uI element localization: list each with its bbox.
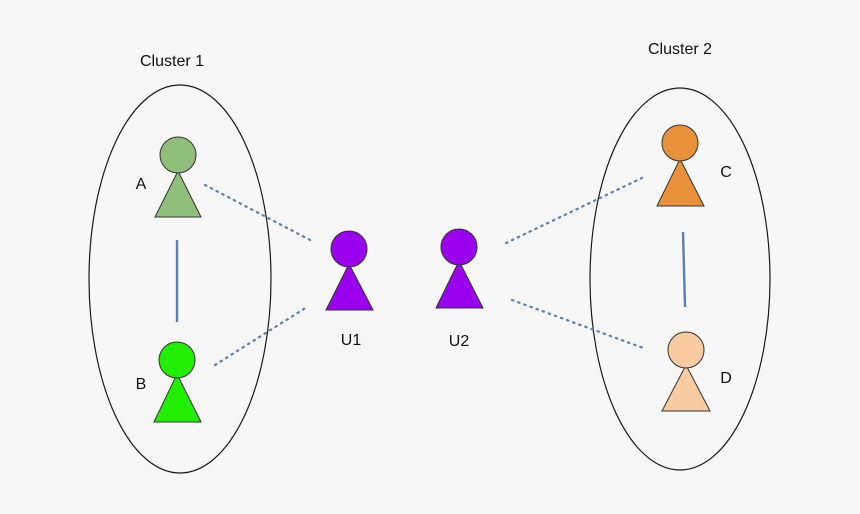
person-u1-head [330, 230, 368, 268]
link-u2-d [510, 298, 648, 351]
person-u2-icon [435, 228, 484, 309]
person-b-head [158, 341, 196, 379]
cluster-2-ellipse [589, 87, 771, 471]
person-c-head [661, 124, 699, 162]
link-a-u1 [203, 183, 314, 243]
person-b-label: B [136, 376, 147, 393]
person-d-head [667, 331, 705, 369]
link-u2-c [504, 176, 644, 245]
person-u2-body [435, 259, 484, 309]
cluster-2-label: Cluster 2 [648, 41, 712, 58]
person-c-icon [656, 124, 705, 207]
person-c-label: C [720, 164, 732, 181]
link-c-d [681, 231, 687, 308]
person-b-icon [153, 341, 202, 423]
cluster-1-ellipse [88, 84, 272, 474]
person-u1-body [325, 262, 374, 311]
link-b-u1 [213, 305, 309, 367]
person-a-head [159, 136, 197, 174]
person-u2-label: U2 [449, 333, 470, 350]
person-a-icon [154, 136, 202, 218]
person-u1-icon [325, 230, 374, 311]
person-u1-label: U1 [341, 332, 362, 349]
person-b-body [153, 372, 202, 423]
person-a-body [154, 169, 202, 218]
person-d-icon [661, 331, 711, 412]
person-u2-head [440, 228, 478, 266]
person-d-label: D [720, 370, 732, 387]
cluster-1-label: Cluster 1 [140, 53, 204, 70]
person-c-body [656, 157, 705, 207]
person-a-label: A [136, 176, 147, 193]
person-d-body [661, 363, 711, 412]
